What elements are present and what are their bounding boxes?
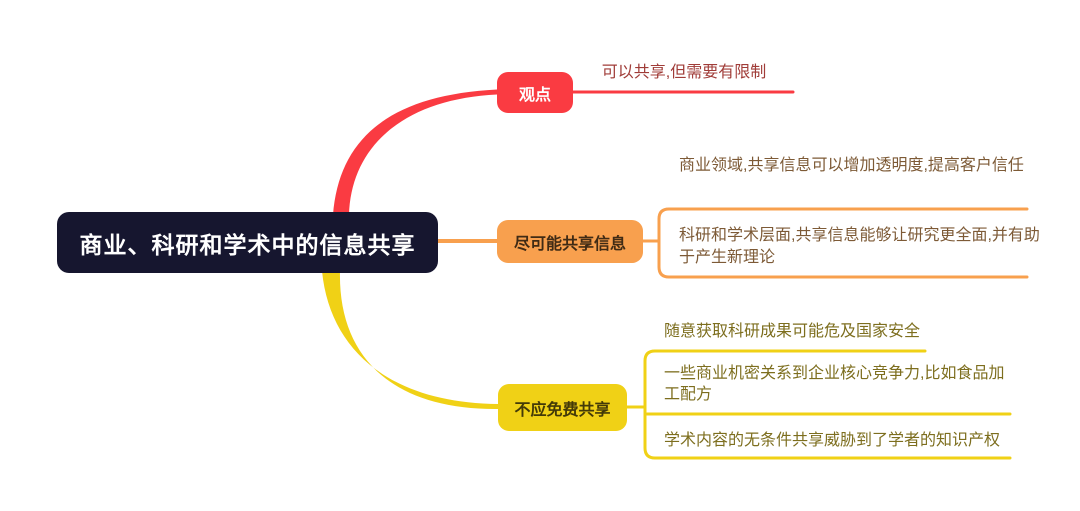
- branch-node-viewpoint[interactable]: 观点: [497, 72, 573, 113]
- yellow-children-bracket: [643, 349, 1012, 460]
- yellow-branch-curve: [322, 271, 498, 410]
- child-topic-nofree-1[interactable]: 随意获取科研成果可能危及国家安全: [664, 323, 921, 340]
- child-topic-share-2[interactable]: 科研和学术层面,共享信息能够让研究更全面,并有助于产生新理论: [679, 227, 1040, 266]
- child-topic-viewpoint-1[interactable]: 可以共享,但需要有限制: [601, 64, 767, 81]
- root-topic-node[interactable]: 商业、科研和学术中的信息共享: [57, 212, 438, 273]
- child-topic-nofree-3[interactable]: 学术内容的无条件共享威胁到了学者的知识产权: [664, 432, 1001, 449]
- orange-children-bracket: [657, 207, 1029, 279]
- branch-node-share-as-much-as-possible[interactable]: 尽可能共享信息: [497, 220, 643, 263]
- child-topic-nofree-2[interactable]: 一些商业机密关系到企业核心竞争力,比如食品加工配方: [664, 365, 1005, 403]
- branch-node-no-free-sharing[interactable]: 不应免费共享: [498, 384, 627, 431]
- child-topic-share-1[interactable]: 商业领域,共享信息可以增加透明度,提高客户信任: [679, 157, 1024, 174]
- red-branch-curve: [333, 89, 497, 215]
